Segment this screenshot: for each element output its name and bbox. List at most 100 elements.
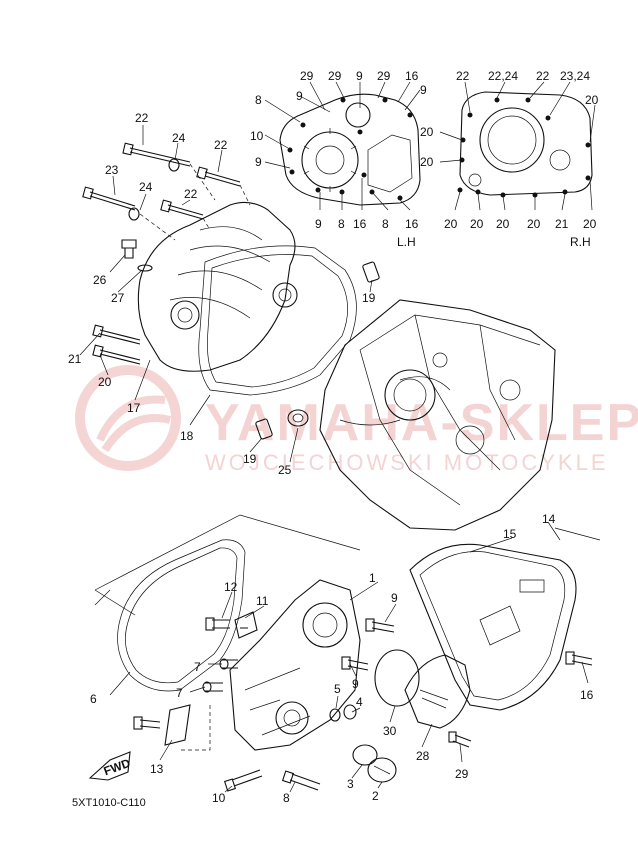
lh-sprocket-cover xyxy=(367,134,413,193)
lh-label-16c: 16 xyxy=(405,217,419,231)
crankcase-block xyxy=(319,299,556,531)
rh-label-21: 21 xyxy=(555,217,569,231)
rh-label-23-24: 23,24 xyxy=(560,69,590,83)
lh-label-16b: 16 xyxy=(353,217,367,231)
label-4: 4 xyxy=(356,695,363,709)
lh-label-9c: 9 xyxy=(420,83,427,97)
crankcase-outline xyxy=(319,299,556,531)
label-24a: 24 xyxy=(172,131,186,145)
label-18: 18 xyxy=(180,429,194,443)
rh-label-20f: 20 xyxy=(496,217,510,231)
label-5: 5 xyxy=(334,682,341,696)
label-23: 23 xyxy=(105,163,119,177)
oil-plug xyxy=(121,239,137,259)
lh-rotor-inner xyxy=(315,145,345,175)
lh-rotor-teeth xyxy=(303,128,357,192)
rh-label-22b: 22 xyxy=(536,69,550,83)
label-24b: 24 xyxy=(139,180,153,194)
label-12: 12 xyxy=(224,580,238,594)
rh-label-20e: 20 xyxy=(470,217,484,231)
seal-25 xyxy=(287,409,309,427)
label-28: 28 xyxy=(416,749,430,763)
label-21: 21 xyxy=(68,352,82,366)
rh-label-20d: 20 xyxy=(444,217,458,231)
label-30: 30 xyxy=(383,724,397,738)
label-1: 1 xyxy=(369,571,376,585)
label-9a: 9 xyxy=(391,591,398,605)
inset-left-hand-cover: 29 29 9 29 16 8 9 9 10 9 9 8 16 8 16 L.H xyxy=(250,69,427,249)
lower-guide-lines xyxy=(94,514,601,616)
crankcase-details xyxy=(339,314,541,506)
rh-clutch-inner xyxy=(487,115,537,165)
lh-bolt-dots xyxy=(287,97,413,201)
left-cover-rotor-housing xyxy=(302,602,348,648)
left-crankcase-cover-assembly: FWD xyxy=(88,514,601,792)
cable-bracket xyxy=(164,704,191,746)
fwd-label: FWD xyxy=(102,756,133,779)
rh-side-label: R.H xyxy=(570,235,591,249)
label-22b: 22 xyxy=(214,138,228,152)
forward-direction-arrow: FWD xyxy=(88,751,133,781)
lh-label-10: 10 xyxy=(250,129,264,143)
watermark-subtitle: WOJCIECHOWSKI MOTOCYKLE xyxy=(205,450,609,475)
lh-label-9d: 9 xyxy=(255,155,262,169)
lh-label-8b: 8 xyxy=(338,217,345,231)
sprocket-cover xyxy=(409,543,577,711)
lh-label-8c: 8 xyxy=(382,217,389,231)
right-cover-body xyxy=(137,201,296,372)
lh-label-16a: 16 xyxy=(405,69,419,83)
label-10: 10 xyxy=(212,791,226,805)
lh-cover-outline xyxy=(279,93,421,206)
left-cover-body xyxy=(229,579,361,751)
switch-bracket xyxy=(234,611,258,639)
o-ring-3 xyxy=(352,744,378,766)
right-cover-ribs xyxy=(169,226,271,319)
cover-bolts-top xyxy=(82,142,251,241)
label-6: 6 xyxy=(90,692,97,706)
left-cover-gasket xyxy=(117,539,246,692)
label-22c: 22 xyxy=(184,187,198,201)
label-22a: 22 xyxy=(135,111,149,125)
label-19a: 19 xyxy=(362,291,376,305)
inset-right-hand-cover: 22 22,24 22 23,24 20 20 20 20 20 20 20 2… xyxy=(420,69,599,249)
crankcase-boss-b xyxy=(499,379,521,401)
lh-label-9b: 9 xyxy=(296,89,303,103)
label-3: 3 xyxy=(347,777,354,791)
rh-label-20c: 20 xyxy=(420,155,434,169)
main-callout-labels: 22 24 22 23 24 22 26 27 19 21 20 17 18 1… xyxy=(68,111,594,805)
o-ring-30 xyxy=(374,649,420,707)
plug-5 xyxy=(329,708,341,722)
label-8: 8 xyxy=(283,791,290,805)
rh-label-20h: 20 xyxy=(583,217,597,231)
dowel-pin-lower xyxy=(255,418,273,440)
o-ring-4 xyxy=(343,704,357,720)
lh-label-8a: 8 xyxy=(255,93,262,107)
watermark: YAMAHA-SKLEP WOJCIECHOWSKI MOTOCYKLE xyxy=(75,365,638,475)
oil-filler-boss xyxy=(170,300,200,330)
label-2: 2 xyxy=(372,789,379,803)
label-16: 16 xyxy=(580,688,594,702)
rh-oil-window xyxy=(549,149,571,171)
lh-side-label: L.H xyxy=(397,235,416,249)
rh-small-boss xyxy=(468,173,482,187)
label-15: 15 xyxy=(503,527,517,541)
oil-plug-o-ring xyxy=(137,264,153,272)
watermark-brand: YAMAHA-SKLEP xyxy=(205,394,638,452)
rh-clutch-cover xyxy=(479,107,545,173)
label-26: 26 xyxy=(93,273,107,287)
right-cover-gasket xyxy=(198,245,357,396)
lh-label-29b: 29 xyxy=(328,69,342,83)
rh-label-20g: 20 xyxy=(527,217,541,231)
label-7b: 7 xyxy=(176,686,183,700)
watermark-logo-circle xyxy=(75,365,181,471)
diagram-code: 5XT1010-C110 xyxy=(72,797,146,809)
crankcase-bore xyxy=(384,369,436,421)
lh-label-9e: 9 xyxy=(315,217,322,231)
right-crankcase-cover-assembly xyxy=(82,142,380,440)
label-25: 25 xyxy=(278,463,292,477)
kick-shaft-boss xyxy=(272,282,298,308)
rh-label-20b: 20 xyxy=(420,125,434,139)
lh-label-9a: 9 xyxy=(356,69,363,83)
label-19b: 19 xyxy=(243,452,257,466)
